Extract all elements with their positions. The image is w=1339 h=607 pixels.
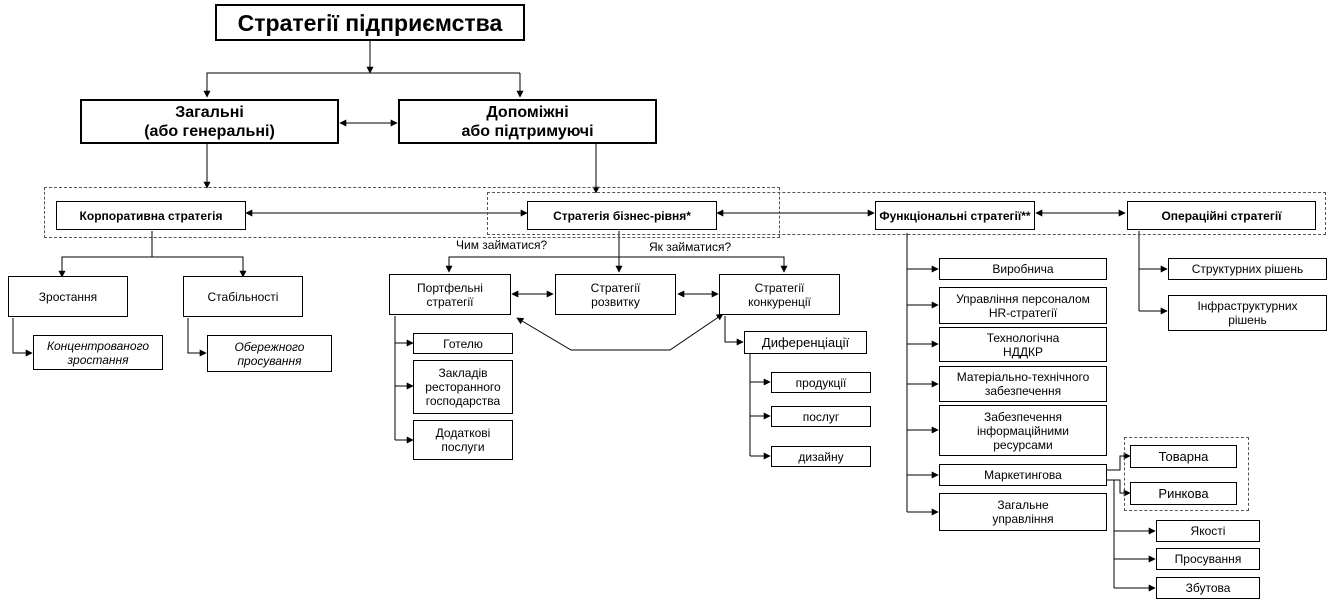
- concentrated-growth-box: Концентрованого зростання: [33, 335, 163, 370]
- portfolio-strategies-box: Портфельні стратегії: [389, 274, 511, 315]
- development-strategies-box: Стратегії розвитку: [555, 274, 676, 315]
- product-box: Товарна: [1130, 445, 1237, 468]
- infrastructural-decisions-box: Інфраструктурних рішень: [1168, 295, 1327, 331]
- marketing-subgroup: [1124, 437, 1249, 511]
- how-question-label: Як займатися?: [649, 240, 732, 254]
- functional-strategy-box: Функціональні стратегії**: [875, 201, 1035, 230]
- strategy-levels-group: [44, 187, 780, 238]
- corporate-strategy-box: Корпоративна стратегія: [56, 201, 246, 230]
- hotel-box: Готелю: [413, 333, 513, 354]
- promotion-box: Просування: [1156, 548, 1260, 570]
- info-resources-box: Забезпечення інформаційними ресурсами: [939, 405, 1107, 456]
- quality-box: Якості: [1156, 520, 1260, 542]
- design-box: дизайну: [771, 446, 871, 467]
- general-strategies-box: Загальні (або генеральні): [80, 99, 339, 144]
- structural-decisions-box: Структурних рішень: [1168, 258, 1327, 280]
- hr-box: Управління персоналом HR-стратегії: [939, 287, 1107, 324]
- differentiation-box: Диференціації: [744, 331, 867, 354]
- marketing-box: Маркетингова: [939, 464, 1107, 486]
- stability-box: Стабільності: [183, 276, 303, 317]
- sales-box: Збутова: [1156, 577, 1260, 599]
- products-box: продукції: [771, 372, 871, 393]
- auxiliary-strategies-box: Допоміжні або підтримуючі: [398, 99, 657, 144]
- restaurant-box: Закладів ресторанного господарства: [413, 360, 513, 414]
- additional-services-box: Додаткові послуги: [413, 420, 513, 460]
- careful-promotion-box: Обережного просування: [207, 335, 332, 372]
- growth-box: Зростання: [8, 276, 128, 317]
- competition-strategies-box: Стратегії конкуренції: [719, 274, 840, 315]
- material-box: Матеріально-технічного забезпечення: [939, 366, 1107, 402]
- title-box: Стратегії підприємства: [215, 4, 525, 41]
- what-question-label: Чим займатися?: [456, 238, 548, 252]
- operational-strategy-box: Операційні стратегії: [1127, 201, 1316, 230]
- production-box: Виробнича: [939, 258, 1107, 280]
- business-strategy-box: Стратегія бізнес-рівня*: [527, 201, 717, 230]
- market-box: Ринкова: [1130, 482, 1237, 505]
- tech-box: Технологічна НДДКР: [939, 327, 1107, 362]
- general-management-box: Загальне управління: [939, 493, 1107, 531]
- services-box: послуг: [771, 406, 871, 427]
- business-functional-group: [487, 192, 1326, 235]
